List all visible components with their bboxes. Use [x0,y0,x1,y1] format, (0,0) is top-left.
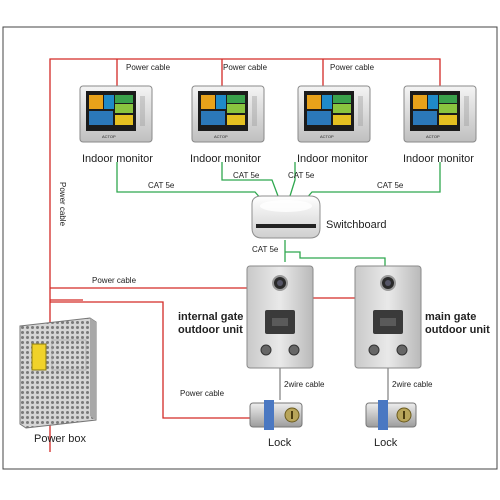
two-wire-label-right: 2wire cable [392,380,433,389]
outdoor-unit-main-gate [354,265,422,369]
power-box-label: Power box [34,433,86,445]
monitor-brand: ACTOP [426,134,440,139]
indoor-monitor-label-4: Indoor monitor [403,153,474,165]
monitor-brand: ACTOP [214,134,228,139]
power-cable-label-vertical: Power cable [58,182,67,227]
power-wiring [49,58,441,452]
lock-label-right: Lock [374,437,398,449]
two-wire-label-left: 2wire cable [284,380,325,389]
cat5e-label-4: CAT 5e [377,181,404,190]
indoor-monitor-label-3: Indoor monitor [297,153,368,165]
lock-icon-left [249,400,303,430]
main-gate-label-1: main gate [425,311,476,323]
power-cable-label-2: Power cable [223,63,268,72]
indoor-monitor-3: ACTOP [297,85,371,143]
indoor-monitor-1: ACTOP [79,85,153,143]
main-gate-label-2: outdoor unit [425,324,490,336]
internal-gate-label-2: outdoor unit [178,324,243,336]
power-box-device [19,317,97,429]
lock-label-left: Lock [268,437,292,449]
diagram-frame [2,26,498,470]
power-cable-label-1: Power cable [126,63,171,72]
indoor-monitor-2: ACTOP [191,85,265,143]
cat5e-label-3: CAT 5e [288,171,315,180]
power-cable-label-3: Power cable [330,63,375,72]
lock-icon-right [365,400,417,430]
indoor-monitor-label-2: Indoor monitor [190,153,261,165]
outdoor-unit-internal-gate [246,265,314,369]
cat5e-label-2: CAT 5e [233,171,260,180]
monitor-brand: ACTOP [102,134,116,139]
switchboard-device [251,195,321,239]
indoor-monitor-label-1: Indoor monitor [82,153,153,165]
power-cable-label-middle: Power cable [92,276,137,285]
internal-gate-label-1: internal gate [178,311,243,323]
cat5e-label-1: CAT 5e [148,181,175,190]
monitor-brand: ACTOP [320,134,334,139]
lock-wiring [279,368,389,400]
cat5e-label-switch: CAT 5e [252,245,279,254]
power-cable-label-lower: Power cable [180,389,225,398]
switchboard-label: Switchboard [326,219,387,231]
indoor-monitor-4: ACTOP [403,85,477,143]
